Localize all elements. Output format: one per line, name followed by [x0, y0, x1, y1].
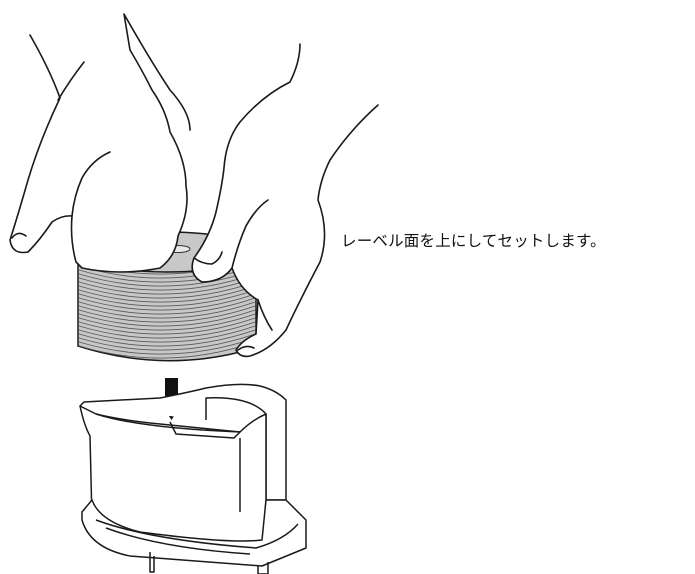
hand-left-outline	[10, 14, 190, 272]
spindle-holder	[80, 384, 306, 574]
hand-left	[10, 14, 190, 272]
instruction-caption: レーベル面を上にしてセットします。	[341, 231, 606, 251]
